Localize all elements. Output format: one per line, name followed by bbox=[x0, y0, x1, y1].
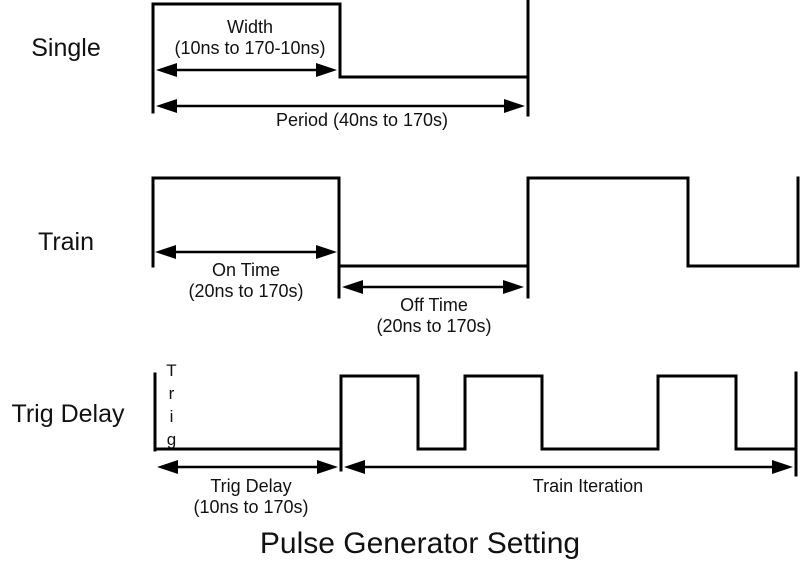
train-iteration-annotation: Train Iteration bbox=[532, 476, 644, 496]
trig-signal-label: Trig bbox=[162, 361, 181, 453]
single-row-label: Single bbox=[31, 34, 101, 62]
period-annotation: Period (40ns to 170s) bbox=[275, 110, 449, 130]
train-waveform-pulse2 bbox=[526, 176, 800, 299]
trig-pulse-train bbox=[339, 374, 798, 472]
on-time-arrowhead-left bbox=[155, 245, 176, 259]
width-annotation-line2: (10ns to 170-10ns) bbox=[174, 38, 326, 58]
diagram-title: Pulse Generator Setting bbox=[259, 527, 581, 560]
single-waveform bbox=[151, 2, 530, 114]
width-annotation-line1: Width bbox=[226, 17, 273, 37]
trig-delay-arrowhead-left bbox=[157, 460, 178, 474]
train-row-label: Train bbox=[37, 228, 95, 256]
off-time-arrowhead-right bbox=[503, 280, 524, 294]
train-iteration-arrowhead-right bbox=[772, 460, 793, 474]
trig-delay-annotation: Trig Delay (10ns to 170s) bbox=[193, 476, 308, 518]
train-waveform-pulse1 bbox=[151, 176, 341, 299]
trig-delay-arrowhead-right bbox=[317, 460, 338, 474]
width-annotation: Width (10ns to 170-10ns) bbox=[174, 17, 325, 59]
period-arrowhead-left bbox=[156, 99, 177, 113]
on-time-annotation-line1: On Time bbox=[211, 260, 281, 280]
width-arrowhead-right bbox=[316, 63, 337, 77]
on-time-arrowhead-right bbox=[316, 245, 337, 259]
width-arrowhead-left bbox=[156, 63, 177, 77]
trig-delay-annotation-line2: (10ns to 170s) bbox=[193, 497, 309, 517]
off-time-arrowhead-left bbox=[342, 280, 363, 294]
on-time-annotation: On Time (20ns to 170s) bbox=[188, 260, 303, 302]
trig-delay-annotation-line1: Trig Delay bbox=[210, 476, 292, 496]
off-time-annotation-line2: (20ns to 170s) bbox=[376, 316, 492, 336]
off-time-annotation: Off Time (20ns to 170s) bbox=[376, 295, 491, 337]
off-time-annotation-line1: Off Time bbox=[400, 295, 468, 315]
train-iteration-arrowhead-left bbox=[344, 460, 365, 474]
trig-delay-row-label: Trig Delay bbox=[11, 400, 125, 428]
period-arrowhead-right bbox=[504, 99, 525, 113]
on-time-annotation-line2: (20ns to 170s) bbox=[188, 281, 304, 301]
